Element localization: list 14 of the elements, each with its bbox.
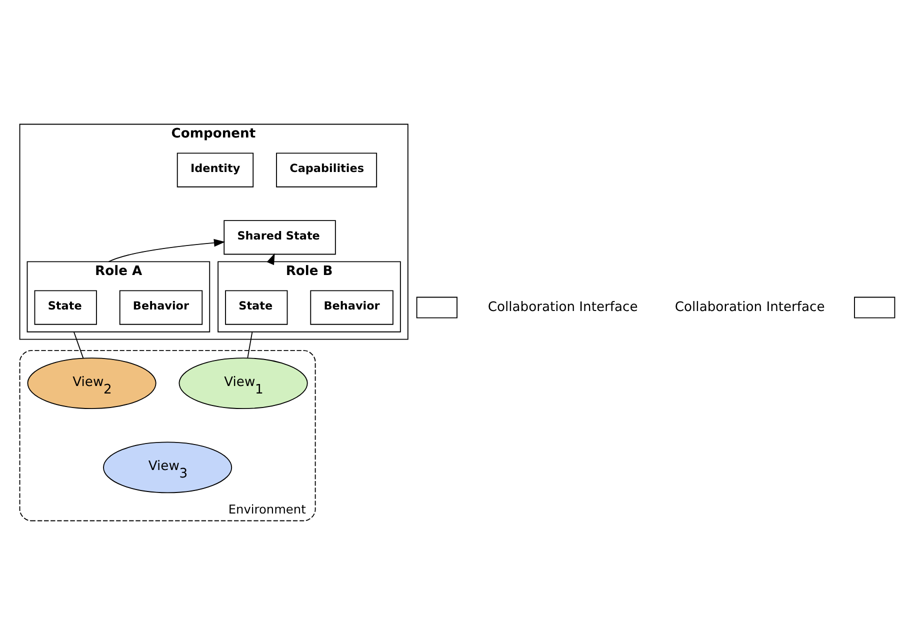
node-box: State bbox=[34, 290, 97, 324]
arrow bbox=[108, 238, 226, 262]
node-label: Collaboration Interface bbox=[488, 299, 638, 314]
node-label: Collaboration Interface bbox=[674, 299, 825, 314]
node-box: Behavior bbox=[310, 290, 394, 324]
node-box: Capabilities bbox=[276, 152, 378, 187]
node-box: Identity bbox=[176, 152, 254, 187]
node-box bbox=[854, 296, 896, 318]
node-box bbox=[416, 296, 458, 318]
connector bbox=[247, 330, 253, 358]
node-box: Shared State bbox=[224, 220, 336, 254]
node-box: Behavior bbox=[119, 290, 203, 324]
node-box: State bbox=[225, 290, 288, 324]
connector bbox=[73, 330, 84, 358]
